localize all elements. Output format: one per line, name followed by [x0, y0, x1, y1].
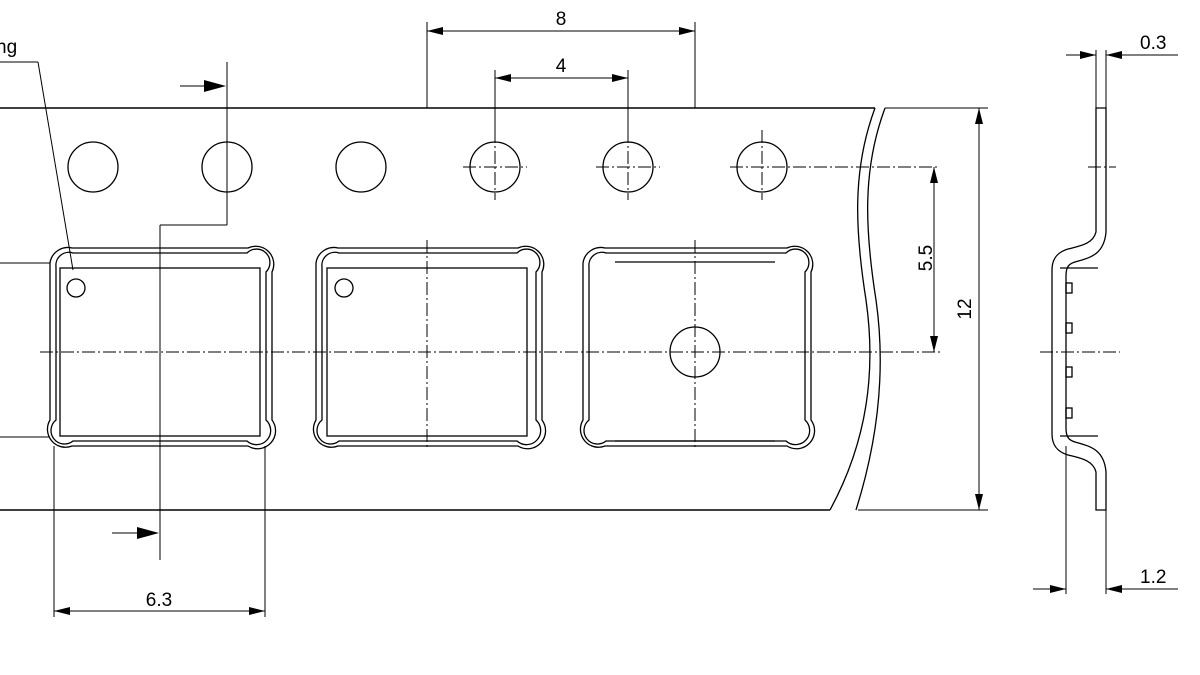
dimension-pocket-width: 6.3 — [53, 446, 266, 617]
dimension-tape-width: 12 — [858, 107, 988, 511]
dimension-pocket-depth: 1.2 — [1033, 446, 1178, 594]
pin1-marker — [66, 278, 86, 298]
dimension-pitch: 8 — [426, 9, 696, 108]
tape-outline — [0, 107, 886, 511]
sprocket-hole — [335, 141, 387, 193]
dimension-pocket-width-label: 6.3 — [146, 590, 172, 611]
dimension-hole-to-center-label: 5.5 — [916, 245, 937, 271]
offset-indicator — [112, 62, 228, 560]
pocket-1 — [46, 245, 277, 450]
component-lead — [1065, 282, 1073, 294]
dimension-pitch-label: 8 — [556, 9, 567, 30]
dimension-tape-thickness: 0.3 — [1066, 33, 1178, 108]
dimension-pocket-depth-label: 1.2 — [1140, 567, 1166, 588]
component-lead — [1065, 366, 1073, 378]
marking-callout: ng — [0, 37, 74, 438]
dimension-hole-pitch: 4 — [494, 56, 629, 140]
component-lead — [1065, 322, 1073, 334]
dimension-hole-to-center: 5.5 — [916, 167, 938, 352]
component-lead — [1065, 407, 1073, 419]
sprocket-hole — [67, 141, 119, 193]
pocket-2 — [312, 245, 547, 450]
dimension-tape-width-label: 12 — [955, 298, 976, 319]
pocket-3 — [579, 245, 816, 450]
pin1-marker — [334, 278, 354, 298]
tape-section-view — [1040, 107, 1120, 511]
dimension-hole-pitch-label: 4 — [556, 56, 567, 77]
dimension-tape-thickness-label: 0.3 — [1140, 33, 1166, 54]
marking-callout-label: ng — [0, 37, 17, 58]
sprocket-holes — [67, 130, 940, 200]
